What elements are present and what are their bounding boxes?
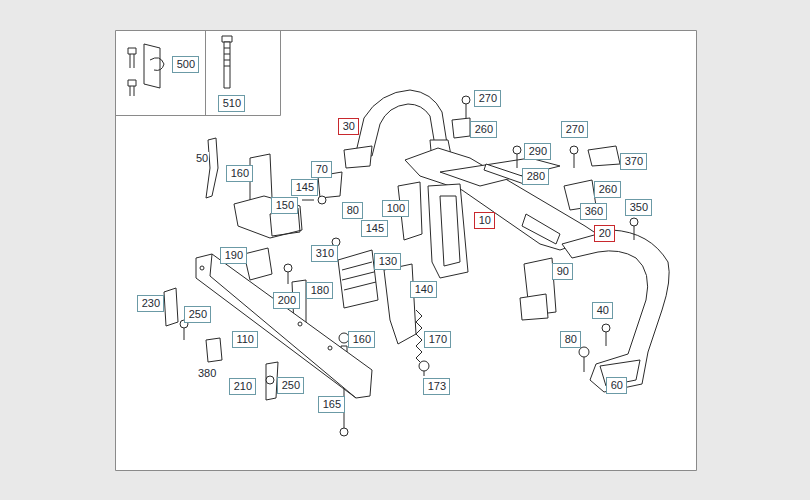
callout-text: 140 xyxy=(414,283,433,296)
callout-number: 310 xyxy=(311,245,338,262)
brackets xyxy=(164,118,620,400)
callout-number: 40 xyxy=(592,302,613,319)
callout-text: 500 xyxy=(176,58,195,71)
sheet-frame xyxy=(116,31,697,471)
callout-text: 250 xyxy=(281,379,300,392)
callout-text: 110 xyxy=(236,333,254,346)
callout-number: 150 xyxy=(271,197,298,214)
callout-number: 180 xyxy=(306,282,333,299)
callout-number: 110 xyxy=(232,331,258,348)
callout-number: 190 xyxy=(220,247,247,264)
highlighted-callout: 20 xyxy=(594,225,615,242)
callout-text: 170 xyxy=(428,333,447,346)
callout-text: 210 xyxy=(233,380,252,393)
callout-text: 40 xyxy=(596,304,609,317)
callout-number: 145 xyxy=(361,220,388,237)
callout-number: 230 xyxy=(137,295,164,312)
callout-number: 140 xyxy=(410,281,437,298)
callout-text: 80 xyxy=(346,204,359,217)
callout-text: 160 xyxy=(352,333,371,346)
callout-text: 510 xyxy=(222,97,241,110)
callout-number: 145 xyxy=(291,179,318,196)
callout-number: 70 xyxy=(311,161,332,178)
cross-member-10 xyxy=(405,148,600,278)
callout-text: 160 xyxy=(230,167,249,180)
callout-text: 360 xyxy=(584,205,603,218)
callout-text: 190 xyxy=(224,249,243,262)
callout-number: 173 xyxy=(423,378,450,395)
callout-number: 50 xyxy=(195,152,209,165)
callout-number: 280 xyxy=(522,168,549,185)
callout-number: 360 xyxy=(580,203,607,220)
callout-text: 30 xyxy=(342,120,355,133)
callout-text: 310 xyxy=(315,247,334,260)
fasteners xyxy=(180,96,638,436)
callout-text: 370 xyxy=(624,155,643,168)
callout-text: 145 xyxy=(365,222,384,235)
callout-text: 150 xyxy=(275,199,294,212)
callout-number: 80 xyxy=(560,331,581,348)
callout-number: 60 xyxy=(606,377,627,394)
callout-number: 160 xyxy=(226,165,253,182)
bumper-beam-110 xyxy=(196,254,372,398)
callout-text: 260 xyxy=(474,123,493,136)
callout-text: 145 xyxy=(295,181,314,194)
callout-number: 200 xyxy=(273,292,300,309)
callout-text: 130 xyxy=(378,255,397,268)
callout-number: 160 xyxy=(348,331,375,348)
callout-text: 165 xyxy=(322,398,341,411)
callout-number: 270 xyxy=(561,121,588,138)
callout-number: 370 xyxy=(620,153,647,170)
callout-number: 100 xyxy=(382,200,409,217)
callout-text: 280 xyxy=(526,170,545,183)
callout-text: 180 xyxy=(310,284,329,297)
callout-number: 90 xyxy=(552,263,573,280)
callout-text: 70 xyxy=(315,163,328,176)
callout-text: 90 xyxy=(556,265,569,278)
callout-text: 100 xyxy=(386,202,405,215)
callout-number: 250 xyxy=(277,377,304,394)
callout-text: 270 xyxy=(478,92,497,105)
callout-number: 260 xyxy=(594,181,621,198)
callout-number: 290 xyxy=(524,143,551,160)
callout-text: 173 xyxy=(427,380,446,393)
callout-number: 170 xyxy=(424,331,451,348)
callout-text: 10 xyxy=(478,214,491,227)
inset-panel xyxy=(116,31,281,116)
callout-text: 230 xyxy=(141,297,160,310)
callout-number: 510 xyxy=(218,95,245,112)
callout-number: 260 xyxy=(470,121,497,138)
callout-text: 200 xyxy=(277,294,296,307)
callout-number: 350 xyxy=(625,199,652,216)
callout-number: 500 xyxy=(172,56,199,73)
callout-text: 250 xyxy=(188,308,207,321)
callout-text: 290 xyxy=(528,145,547,158)
callout-number: 380 xyxy=(197,367,217,380)
callout-number: 80 xyxy=(342,202,363,219)
arch-20 xyxy=(562,230,669,392)
callout-text: 260 xyxy=(598,183,617,196)
callout-number: 270 xyxy=(474,90,501,107)
callout-number: 165 xyxy=(318,396,345,413)
highlighted-callout: 30 xyxy=(338,118,359,135)
callout-text: 350 xyxy=(629,201,648,214)
callout-number: 250 xyxy=(184,306,211,323)
callout-text: 270 xyxy=(565,123,584,136)
callout-text: 60 xyxy=(610,379,623,392)
callout-number: 210 xyxy=(229,378,256,395)
callout-text: 20 xyxy=(598,227,611,240)
callout-number: 130 xyxy=(374,253,401,270)
highlighted-callout: 10 xyxy=(474,212,495,229)
callout-text: 80 xyxy=(564,333,577,346)
